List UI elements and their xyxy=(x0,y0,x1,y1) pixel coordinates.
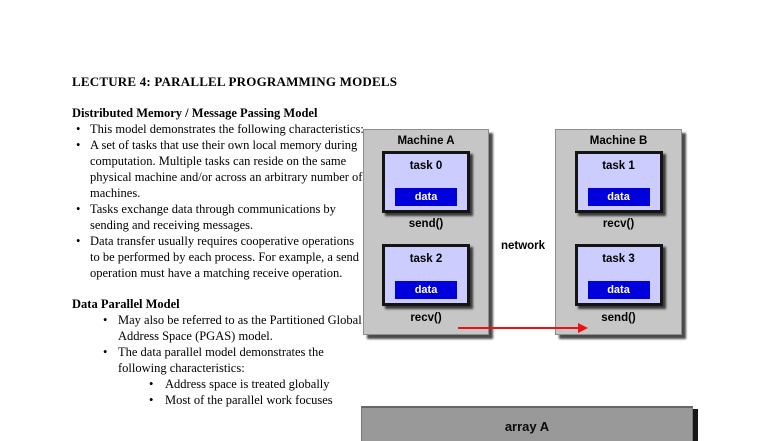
machine-a-label: Machine A xyxy=(397,135,455,147)
data-parallel-sub-bullet-list: • Address space is treated globally • Most… xyxy=(145,376,364,408)
task-0-op-label: send() xyxy=(408,218,444,230)
message-passing-diagram: Machine A task 0 data send() task 2 data… xyxy=(362,128,704,426)
task-2-box: task 2 data xyxy=(382,244,470,306)
task-1-op-label: recv() xyxy=(602,218,635,230)
bullet-text: Address space is treated globally xyxy=(165,377,330,391)
bullet-text: Tasks exchange data through communicatio… xyxy=(90,202,336,232)
task-1-data-bar: data xyxy=(587,188,650,206)
bullet-marker: • xyxy=(76,122,81,136)
bullet-marker: • xyxy=(76,138,81,152)
bullet-marker: • xyxy=(149,377,154,391)
bullet-item: • Tasks exchange data through communicati… xyxy=(72,201,364,233)
bullet-text: A set of tasks that use their own local … xyxy=(90,138,363,200)
task-0-label: task 0 xyxy=(409,160,443,172)
bullet-marker: • xyxy=(149,393,154,407)
bullet-marker: • xyxy=(103,345,108,359)
bullet-item: • May also be referred to as the Partitio… xyxy=(100,312,364,344)
task-0-data-bar: data xyxy=(395,188,457,206)
task-2-data-bar: data xyxy=(395,281,457,299)
task-0-box: task 0 data xyxy=(382,151,470,213)
bullet-text: The data parallel model demonstrates the… xyxy=(118,345,324,375)
task-1-box: task 1 data xyxy=(574,151,663,213)
bullet-item: • This model demonstrates the following c… xyxy=(72,121,364,137)
bullet-text: Most of the parallel work focuses xyxy=(165,393,333,407)
bullet-marker: • xyxy=(76,202,81,216)
array-a-label: array A xyxy=(504,419,550,434)
machine-b-label: Machine B xyxy=(589,135,648,147)
machine-a-box: Machine A task 0 data send() task 2 data… xyxy=(363,129,489,335)
bullet-item: • Most of the parallel work focuses xyxy=(145,392,364,408)
data-parallel-bullet-list: • May also be referred to as the Partitio… xyxy=(100,312,364,376)
bullet-item: • A set of tasks that use their own local… xyxy=(72,137,364,201)
bullet-marker: • xyxy=(103,313,108,327)
bullet-text: May also be referred to as the Partition… xyxy=(118,313,362,343)
bullet-marker: • xyxy=(76,234,81,248)
distributed-memory-bullet-list: • This model demonstrates the following c… xyxy=(72,121,364,281)
task-2-label: task 2 xyxy=(409,253,443,265)
task-2-op-label: recv() xyxy=(410,312,442,324)
bullet-item: • Address space is treated globally xyxy=(145,376,364,392)
bullet-text: This model demonstrates the following ch… xyxy=(90,122,364,136)
bullet-item: • Data transfer usually requires cooperat… xyxy=(72,233,364,281)
text-column: LECTURE 4: PARALLEL PROGRAMMING MODELS D… xyxy=(72,74,398,408)
task-3-label: task 3 xyxy=(602,253,635,265)
task-3-data-bar: data xyxy=(587,281,650,299)
task-1-label: task 1 xyxy=(602,160,635,172)
array-a-box: array A xyxy=(361,406,693,441)
lecture-title: LECTURE 4: PARALLEL PROGRAMMING MODELS xyxy=(72,74,398,89)
task-3-op-label: send() xyxy=(601,312,636,324)
task-3-box: task 3 data xyxy=(574,244,663,306)
bullet-text: Data transfer usually requires cooperati… xyxy=(90,234,360,280)
bullet-item: • The data parallel model demonstrates th… xyxy=(100,344,364,376)
send-arrow-a-to-b-head-icon xyxy=(578,323,588,333)
network-label: network xyxy=(500,240,546,252)
machine-b-box: Machine B task 1 data recv() task 3 data… xyxy=(555,129,682,335)
section-heading-data-parallel: Data Parallel Model xyxy=(72,297,180,311)
send-arrow-a-to-b xyxy=(458,327,578,329)
section-heading-distributed-memory: Distributed Memory / Message Passing Mod… xyxy=(72,106,318,120)
